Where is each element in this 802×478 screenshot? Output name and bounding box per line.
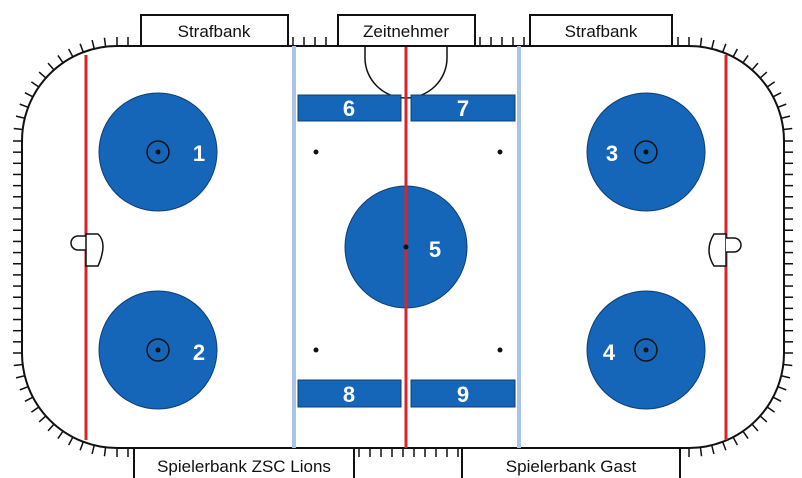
zone-5-label: 5 [429,237,441,262]
board-tick [15,375,25,379]
center-faceoff-dot [403,244,409,250]
board-tick [783,127,793,131]
board-tick [91,445,95,455]
zone-7-rect[interactable] [410,94,516,122]
zone-8-label: 8 [343,382,355,407]
board-tick [103,447,107,457]
board-tick [699,447,703,457]
board-tick [38,71,47,79]
penalty-box-left [140,14,289,47]
penalty-box-left-label: Strafbank [178,22,251,41]
board-tick [781,375,791,379]
board-tick [699,37,703,47]
board-tick [732,48,738,58]
board-tick [742,430,749,440]
board-tick [19,103,29,109]
board-tick [68,436,74,446]
zone-8-rect[interactable] [297,379,402,408]
board-tick [13,363,23,367]
board-tick [91,39,95,49]
goal-net-left [85,233,104,267]
board-tick [15,115,25,119]
zone-9-label: 9 [457,382,469,407]
zone-7-label: 7 [457,96,469,121]
home-bench [133,448,355,478]
zone-9-rect[interactable] [410,379,516,408]
goal-net-right [726,237,742,253]
board-tick [751,423,759,432]
board-tick [783,363,793,367]
board-tick [57,430,64,440]
board-tick [30,81,40,88]
timekeeper-label: Zeitnehmer [363,22,449,41]
faceoff-dots [155,149,649,353]
board-tick-marks [13,37,793,457]
zone-1-label: 1 [193,141,205,166]
guest-bench [461,448,681,478]
penalty-box-right [529,14,673,47]
penalty-box-right-label: Strafbank [565,22,638,41]
zone-3-label: 3 [606,141,618,166]
board-tick [19,385,29,391]
board-tick [47,62,55,71]
guest-bench-label: Spielerbank Gast [506,457,637,476]
board-tick [766,81,776,88]
board-tick [13,127,23,131]
board-tick [24,92,34,98]
board-tick [721,441,727,451]
board-tick [759,415,768,423]
board-tick [30,406,40,413]
faceoff-spots [146,140,658,362]
zone-6-label: 6 [343,96,355,121]
timekeeper-box [337,14,476,47]
board-tick [721,43,727,53]
zone-2-label: 2 [193,340,205,365]
board-tick [777,103,787,109]
goal-crease-right [708,233,727,267]
zone-6-rect[interactable] [297,94,402,122]
board-tick [68,48,74,58]
board-tick [732,436,738,446]
board-tick [711,445,715,455]
board-tick [79,43,85,53]
board-tick [772,92,782,98]
zone-4-label: 4 [603,340,616,365]
board-tick [47,423,55,432]
board-tick [772,396,782,402]
board-tick [38,415,47,423]
home-bench-label: Spielerbank ZSC Lions [157,457,331,476]
board-tick [766,406,776,413]
board-tick [57,54,64,64]
board-tick [79,441,85,451]
board-tick [759,71,768,79]
board-tick [777,385,787,391]
board-tick [103,37,107,47]
board-tick [751,62,759,71]
board-tick [742,54,749,64]
board-tick [781,115,791,119]
goal-crease-left [70,235,86,251]
board-tick [711,39,715,49]
board-tick [24,396,34,402]
